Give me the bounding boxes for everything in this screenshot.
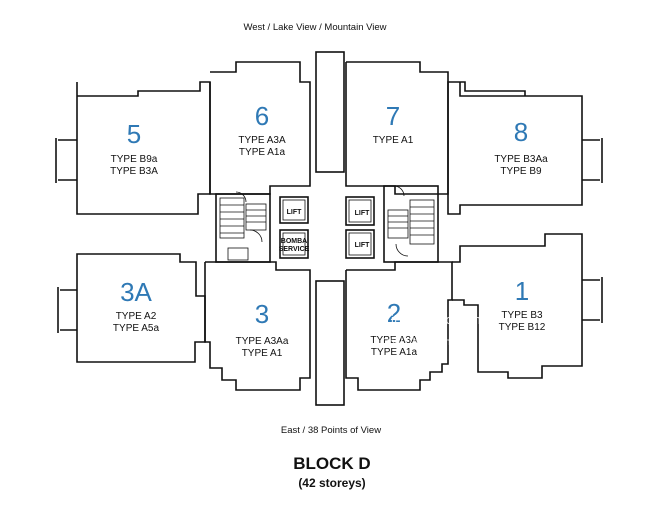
unit-7-label: 7 TYPE A1 (373, 101, 414, 146)
unit-number: 2 (387, 298, 401, 328)
unit-2-label: 2 TYPE A3A TYPE A1a (370, 298, 418, 358)
unit-type: TYPE A1a (371, 347, 418, 358)
location-pin-icon (376, 314, 388, 326)
unit-number: 8 (514, 117, 528, 147)
unit-type: TYPE A2 (116, 311, 157, 322)
unit-type: TYPE B12 (499, 322, 546, 333)
unit-type: TYPE A1 (373, 135, 414, 146)
lift-label: LIFT (355, 242, 370, 249)
unit-type: TYPE B9a (111, 154, 158, 165)
unit-type: TYPE B3Aa (494, 154, 548, 165)
unit-type: TYPE B9 (500, 166, 542, 177)
west-stair-core (215, 191, 271, 263)
unit-5-label: 5 TYPE B9a TYPE B3A (110, 119, 158, 177)
bottom-view-label: East / 38 Points of View (281, 425, 381, 436)
lift-label: LIFT (355, 210, 370, 217)
unit-number: 1 (515, 276, 529, 306)
unit-3-label: 3 TYPE A3Aa TYPE A1 (236, 299, 289, 359)
watermark-agent: Chai Cheng Chong (382, 337, 467, 348)
watermark: iProperty.com.my Chai Cheng Chong (376, 312, 492, 348)
unit-type: TYPE A5a (113, 323, 160, 334)
unit-number: 3 (255, 299, 269, 329)
unit-number: 5 (127, 119, 141, 149)
block-subtitle: (42 storeys) (298, 476, 366, 490)
unit-number: 6 (255, 101, 269, 131)
unit-1-label: 1 TYPE B3 TYPE B12 (499, 276, 546, 333)
service-label: SERVICE (279, 246, 310, 253)
unit-type: TYPE A1a (239, 147, 286, 158)
top-view-label: West / Lake View / Mountain View (243, 22, 386, 33)
lift-east-1: LIFT (345, 196, 375, 226)
unit-number: 7 (386, 101, 400, 131)
unit-type: TYPE A1 (242, 348, 283, 359)
bomba-label: BOMBA (281, 238, 307, 245)
unit-3 (204, 261, 311, 391)
unit-3a-label: 3A TYPE A2 TYPE A5a (113, 277, 160, 334)
lift-east-2: LIFT (345, 229, 375, 259)
unit-type: TYPE A3A (238, 135, 286, 146)
unit-number: 3A (120, 277, 152, 307)
north-corridor-wall (315, 51, 345, 173)
unit-type: TYPE A3A (370, 335, 418, 346)
bomba-service-lift: BOMBA SERVICE (279, 229, 310, 259)
unit-1 (452, 233, 603, 379)
unit-3a (57, 253, 206, 363)
unit-8 (447, 81, 603, 215)
unit-type: TYPE A3Aa (236, 336, 289, 347)
unit-type: TYPE B3A (110, 166, 158, 177)
south-corridor-wall (315, 280, 345, 406)
watermark-brand: iProperty.com.my (391, 312, 492, 327)
unit-8-label: 8 TYPE B3Aa TYPE B9 (494, 117, 548, 177)
lift-west: LIFT (279, 196, 309, 224)
unit-type: TYPE B3 (501, 310, 543, 321)
lift-label: LIFT (287, 209, 302, 216)
east-stair-core (383, 185, 439, 263)
unit-6-label: 6 TYPE A3A TYPE A1a (238, 101, 286, 158)
block-title: BLOCK D (293, 454, 371, 473)
